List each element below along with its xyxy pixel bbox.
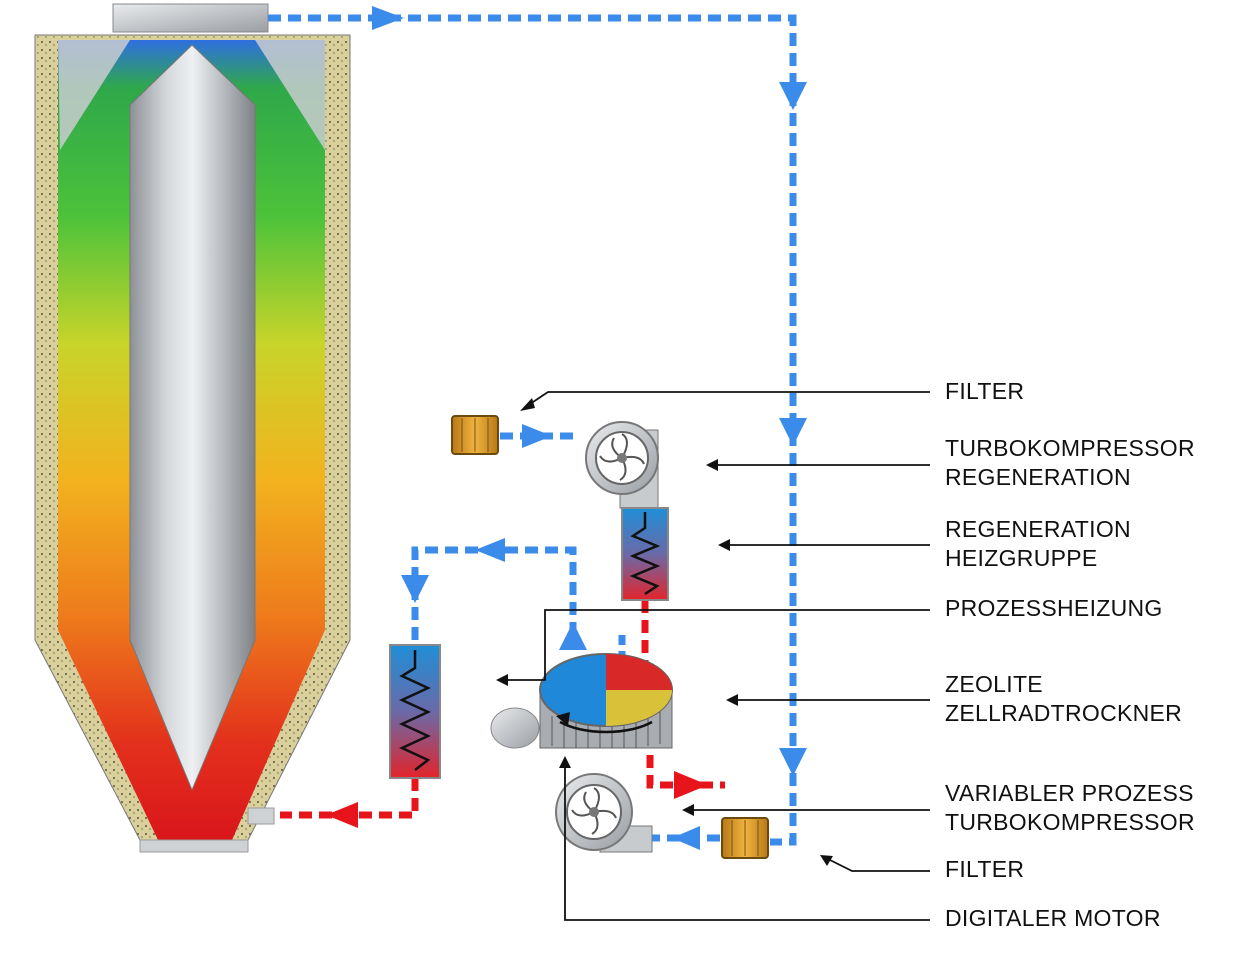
label-variable-turbo-line2: TURBOKOMPRESSOR <box>945 809 1195 835</box>
flow-arrow-icon <box>475 538 505 562</box>
labels: FILTER TURBOKOMPRESSOR REGENERATION REGE… <box>945 378 1195 931</box>
label-variable-turbo-line1: VARIABLER PROZESS <box>945 780 1194 806</box>
filter-cartridge-icon <box>721 817 769 859</box>
label-process-heating: PROZESSHEIZUNG <box>945 595 1163 621</box>
silo-inner-cone <box>129 44 256 792</box>
label-turbo-regeneration-line1: TURBOKOMPRESSOR <box>945 435 1195 461</box>
process-air-line <box>411 546 577 645</box>
label-zeolite-line2: ZELLRADTROCKNER <box>945 700 1182 726</box>
filter-cartridge-icon <box>451 415 499 455</box>
silo-top-cap <box>112 3 269 33</box>
leader-arrowheads <box>496 398 833 866</box>
label-filter-bottom: FILTER <box>945 856 1024 882</box>
silo <box>34 3 351 853</box>
flow-arrow-icon <box>779 418 807 446</box>
fan-icon <box>585 421 659 509</box>
zeolite-wheel <box>490 653 673 749</box>
label-turbo-regeneration-line2: REGENERATION <box>945 464 1131 490</box>
label-filter-top: FILTER <box>945 378 1024 404</box>
flow-arrow-icon <box>674 771 708 799</box>
flow-arrow-icon <box>779 748 807 776</box>
return-air-line <box>268 14 797 846</box>
heater-coil-icon <box>389 644 441 779</box>
fan-icon <box>555 773 653 853</box>
motor-icon <box>490 707 540 749</box>
heater-coil-icon <box>621 507 669 601</box>
flow-arrow-icon <box>401 575 429 603</box>
label-zeolite-line1: ZEOLITE <box>945 671 1043 697</box>
flow-arrow-icon <box>672 826 700 850</box>
flow-arrow-icons <box>326 6 807 850</box>
leader-lines <box>500 391 930 921</box>
label-regeneration-heater-line2: HEIZGRUPPE <box>945 545 1098 571</box>
flow-arrow-icon <box>522 424 552 448</box>
label-digital-motor: DIGITALER MOTOR <box>945 905 1161 931</box>
flow-arrow-icon <box>779 82 807 110</box>
flow-arrow-icon <box>326 802 358 828</box>
hot-process-air-line <box>280 778 419 819</box>
flow-arrow-icon <box>372 6 404 30</box>
silo-outlet <box>139 839 249 853</box>
flow-arrow-icon <box>559 622 587 650</box>
label-regeneration-heater-line1: REGENERATION <box>945 516 1131 542</box>
